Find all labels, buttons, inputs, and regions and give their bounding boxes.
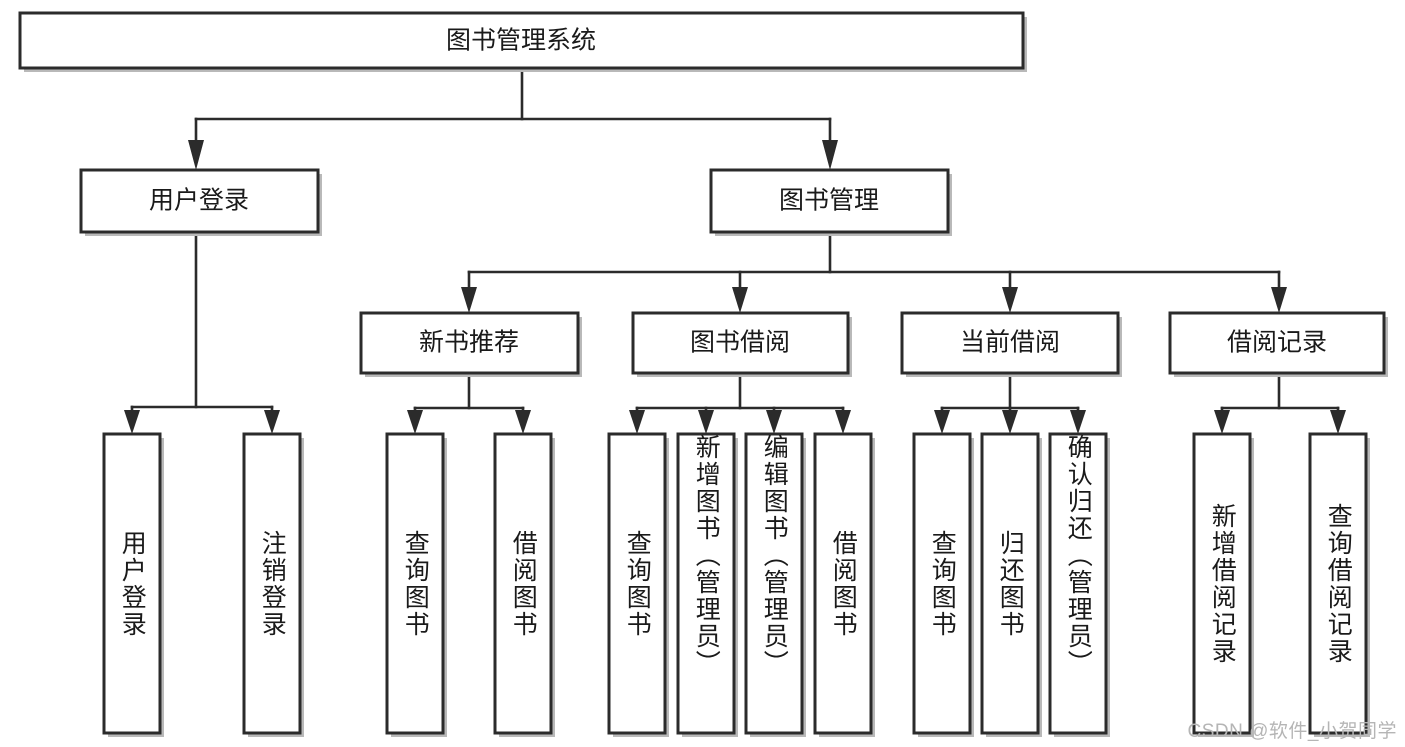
leaf-node-book-borrow-1[interactable] bbox=[607, 432, 669, 737]
node-new-book-recommend[interactable]: 新书推荐 bbox=[359, 311, 582, 377]
node-new-book-recommend-box bbox=[359, 311, 580, 375]
leaf-book-borrow-1-box bbox=[607, 432, 667, 735]
node-borrow-record-label: 借阅记录 bbox=[1227, 329, 1327, 357]
node-user-login-label: 用户登录 bbox=[149, 187, 249, 215]
node-user-login-box bbox=[79, 168, 320, 234]
arrow-book-borrow-leaf-3-icon bbox=[766, 410, 782, 434]
csdn-watermark: CSDN @软件_小贺同学 bbox=[1187, 721, 1397, 742]
leaf-new-book-1-box bbox=[385, 432, 445, 735]
node-book-borrow-label: 图书借阅 bbox=[690, 329, 790, 357]
leaf-node-new-book-1[interactable] bbox=[385, 432, 447, 737]
arrow-new-book-leaf-1-icon bbox=[407, 410, 423, 434]
arrow-to-new-book-recommend-icon bbox=[461, 287, 477, 313]
leaf-user-login-2-box bbox=[242, 432, 302, 735]
node-root-box bbox=[18, 11, 1025, 70]
node-borrow-record-box bbox=[1168, 311, 1386, 375]
node-user-login[interactable]: 用户登录 bbox=[79, 168, 322, 236]
arrow-borrow-record-leaf-2-icon bbox=[1330, 410, 1346, 434]
arrow-current-borrow-leaf-2-icon bbox=[1002, 410, 1018, 434]
leaf-book-borrow-3-box bbox=[744, 432, 804, 735]
arrow-book-borrow-leaf-2-icon bbox=[698, 410, 714, 434]
connector-group-borrow-record bbox=[1214, 373, 1346, 434]
arrow-root-to-book-manage-icon bbox=[822, 140, 838, 170]
arrow-to-current-borrow-icon bbox=[1002, 287, 1018, 313]
node-book-manage-label: 图书管理 bbox=[779, 187, 879, 215]
leaf-borrow-record-1-box bbox=[1192, 432, 1252, 735]
leaf-node-borrow-record-2[interactable] bbox=[1308, 432, 1370, 737]
connector-group-current-borrow bbox=[934, 373, 1086, 434]
leaf-node-current-borrow-2[interactable] bbox=[980, 432, 1042, 737]
node-book-borrow-box bbox=[631, 311, 850, 375]
node-borrow-record[interactable]: 借阅记录 bbox=[1168, 311, 1388, 377]
arrow-book-borrow-leaf-4-icon bbox=[835, 410, 851, 434]
leaf-book-borrow-4-box bbox=[813, 432, 873, 735]
leaf-node-borrow-record-1[interactable] bbox=[1192, 432, 1254, 737]
arrow-book-borrow-leaf-1-icon bbox=[629, 410, 645, 434]
leaf-node-current-borrow-1[interactable] bbox=[912, 432, 974, 737]
leaf-node-book-borrow-2[interactable] bbox=[676, 432, 738, 737]
arrow-borrow-record-leaf-1-icon bbox=[1214, 410, 1230, 434]
connector-group-book-manage bbox=[461, 230, 1287, 313]
connector-group-book-borrow bbox=[629, 373, 851, 434]
arrow-to-book-borrow-icon bbox=[732, 287, 748, 313]
node-current-borrow-box bbox=[900, 311, 1120, 375]
leaf-node-new-book-2[interactable] bbox=[493, 432, 555, 737]
arrow-current-borrow-leaf-3-icon bbox=[1070, 410, 1086, 434]
leaf-user-login-1-box bbox=[102, 432, 162, 735]
leaf-node-current-borrow-3[interactable] bbox=[1048, 432, 1110, 737]
arrow-user-login-leaf-2-icon bbox=[264, 410, 280, 434]
leaf-book-borrow-2-box bbox=[676, 432, 736, 735]
arrow-user-login-leaf-1-icon bbox=[124, 410, 140, 434]
node-book-manage[interactable]: 图书管理 bbox=[709, 168, 952, 236]
leaf-new-book-2-box bbox=[493, 432, 553, 735]
node-current-borrow[interactable]: 当前借阅 bbox=[900, 311, 1122, 377]
leaf-current-borrow-2-box bbox=[980, 432, 1040, 735]
leaf-node-user-login-2[interactable] bbox=[242, 432, 304, 737]
leaf-node-user-login-1[interactable] bbox=[102, 432, 164, 737]
leaf-current-borrow-3-box bbox=[1048, 432, 1108, 735]
connector-group-new-book-recommend bbox=[407, 373, 531, 434]
node-root-system[interactable]: 图书管理系统 bbox=[18, 11, 1027, 72]
leaf-borrow-record-2-box bbox=[1308, 432, 1368, 735]
connector-group-user-login bbox=[124, 230, 280, 434]
leaf-node-book-borrow-3[interactable] bbox=[744, 432, 806, 737]
node-current-borrow-label: 当前借阅 bbox=[960, 329, 1060, 357]
arrow-root-to-user-login-icon bbox=[188, 140, 204, 170]
leaf-node-book-borrow-4[interactable] bbox=[813, 432, 875, 737]
node-book-borrow[interactable]: 图书借阅 bbox=[631, 311, 852, 377]
arrow-new-book-leaf-2-icon bbox=[515, 410, 531, 434]
node-root-label: 图书管理系统 bbox=[446, 27, 596, 55]
node-book-manage-box bbox=[709, 168, 950, 234]
arrow-to-borrow-record-icon bbox=[1271, 287, 1287, 313]
arrow-current-borrow-leaf-1-icon bbox=[934, 410, 950, 434]
leaf-current-borrow-1-box bbox=[912, 432, 972, 735]
node-new-book-recommend-label: 新书推荐 bbox=[419, 329, 519, 357]
connector-group-root bbox=[188, 66, 838, 170]
